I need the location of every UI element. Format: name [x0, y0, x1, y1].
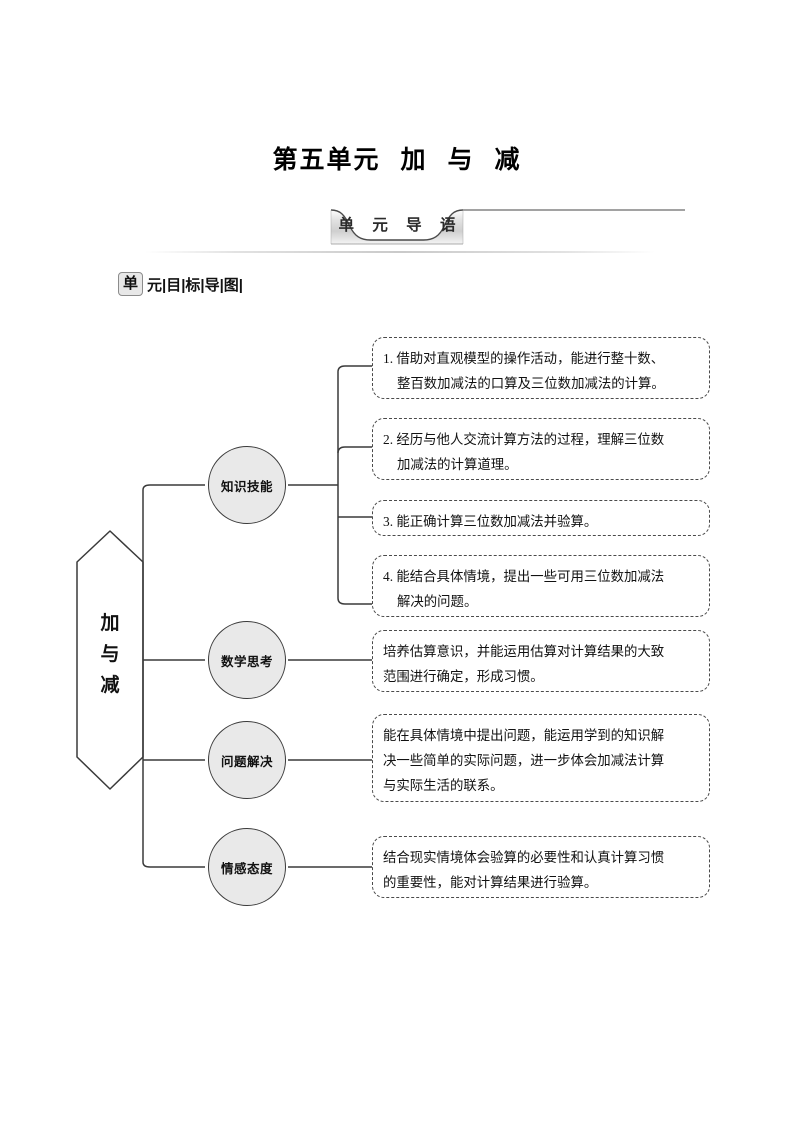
root-label-line-2: 与 [100, 644, 120, 665]
mindmap-leaf-box-4: 4. 能结合具体情境，提出一些可用三位数加减法 解决的问题。 [372, 555, 710, 617]
root-label-line-1: 加 [100, 613, 120, 634]
page-title-char-jian: 减 [494, 146, 522, 174]
leaf-2-line-2: 加减法的计算道理。 [397, 457, 518, 472]
section-heading-boxed-char: 单 [118, 272, 144, 296]
mindmap-leaf-box-1: 1. 借助对直观模型的操作活动，能进行整十数、 整百数加减法的口算及三位数加减法… [372, 337, 710, 399]
root-label-line-3: 减 [100, 675, 120, 696]
leaf-2-line-1: 2. 经历与他人交流计算方法的过程，理解三位数 [383, 432, 665, 447]
leaf-6-line-2: 决一些简单的实际问题，进一步体会加减法计算 [383, 753, 665, 768]
leaf-5-line-2: 范围进行确定，形成习惯。 [383, 669, 544, 684]
page-title-unit: 第五单元 [272, 146, 381, 174]
section-heading-rest: 元|目|标|导|图| [147, 276, 244, 294]
page-title-char-yu: 与 [447, 146, 475, 174]
mindmap-leaf-box-6: 能在具体情境中提出问题，能运用学到的知识解 决一些简单的实际问题，进一步体会加减… [372, 714, 710, 802]
leaf-1-line-1: 1. 借助对直观模型的操作活动，能进行整十数、 [383, 351, 665, 366]
mindmap-node-problem-solving[interactable]: 问题解决 [208, 721, 286, 799]
leaf-7-line-2: 的重要性，能对计算结果进行验算。 [383, 875, 598, 890]
mindmap-leaf-box-5: 培养估算意识，并能运用估算对计算结果的大致 范围进行确定，形成习惯。 [372, 630, 710, 692]
mindmap-node-emotional-attitude[interactable]: 情感态度 [208, 828, 286, 906]
leaf-3-line-1: 3. 能正确计算三位数加减法并验算。 [383, 514, 598, 529]
banner-graphic [130, 209, 685, 253]
mindmap-node-mathematical-thinking[interactable]: 数学思考 [208, 621, 286, 699]
mindmap-leaf-box-2: 2. 经历与他人交流计算方法的过程，理解三位数 加减法的计算道理。 [372, 418, 710, 480]
leaf-4-line-1: 4. 能结合具体情境，提出一些可用三位数加减法 [383, 569, 665, 584]
mindmap-leaf-box-3: 3. 能正确计算三位数加减法并验算。 [372, 500, 710, 536]
mindmap-node-knowledge-skills[interactable]: 知识技能 [208, 446, 286, 524]
leaf-6-line-1: 能在具体情境中提出问题，能运用学到的知识解 [383, 728, 665, 743]
page-title-char-jia: 加 [400, 146, 428, 174]
mindmap-root-label: 加 与 减 [78, 608, 142, 701]
leaf-5-line-1: 培养估算意识，并能运用估算对计算结果的大致 [383, 644, 665, 659]
leaf-4-line-2: 解决的问题。 [397, 594, 478, 609]
mindmap-leaf-box-7: 结合现实情境体会验算的必要性和认真计算习惯 的重要性，能对计算结果进行验算。 [372, 836, 710, 898]
page-title: 第五单元加与减 [0, 140, 794, 176]
leaf-6-line-3: 与实际生活的联系。 [383, 778, 504, 793]
unit-guide-banner [0, 200, 794, 260]
leaf-7-line-1: 结合现实情境体会验算的必要性和认真计算习惯 [383, 850, 665, 865]
section-heading-unit-goal-map: 单 元|目|标|导|图| [118, 272, 243, 296]
leaf-1-line-2: 整百数加减法的口算及三位数加减法的计算。 [397, 376, 665, 391]
